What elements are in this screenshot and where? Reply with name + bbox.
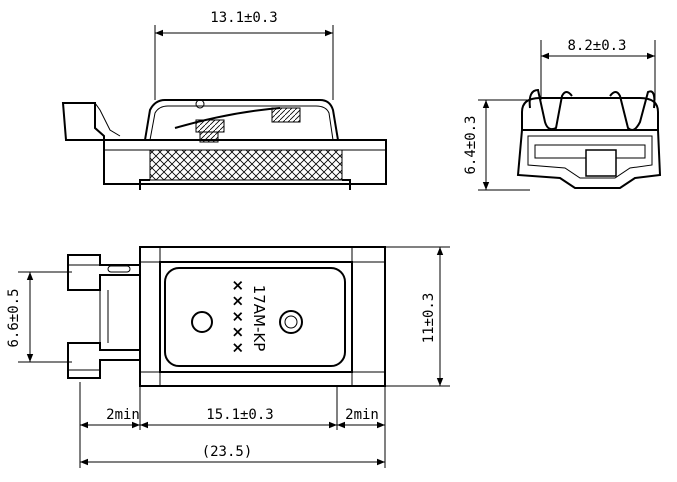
dim-body-height: 11±0.3 (421, 293, 437, 344)
dim-side-width: 8.2±0.3 (567, 38, 626, 54)
dim-overall-length: (23.5) (202, 444, 253, 460)
dim-lead-left: 2min (106, 407, 140, 423)
dim-lead-right: 2min (345, 407, 379, 423)
dim-lead-pitch: 6.6±0.5 (6, 288, 22, 347)
dim-side-height: 6.4±0.3 (463, 115, 479, 174)
side-view: 8.2±0.3 6.4±0.3 (463, 38, 662, 191)
marking-model: 17AM-KP (250, 285, 268, 352)
plan-view: 6.6±0.5 11±0.3 17AM-KP ××××× (6, 246, 450, 468)
dim-top-width: 13.1±0.3 (210, 10, 277, 26)
dim-body-length: 15.1±0.3 (206, 407, 273, 423)
marking-code: ××××× (229, 279, 247, 357)
front-section-view: 13.1±0.3 (61, 10, 387, 190)
